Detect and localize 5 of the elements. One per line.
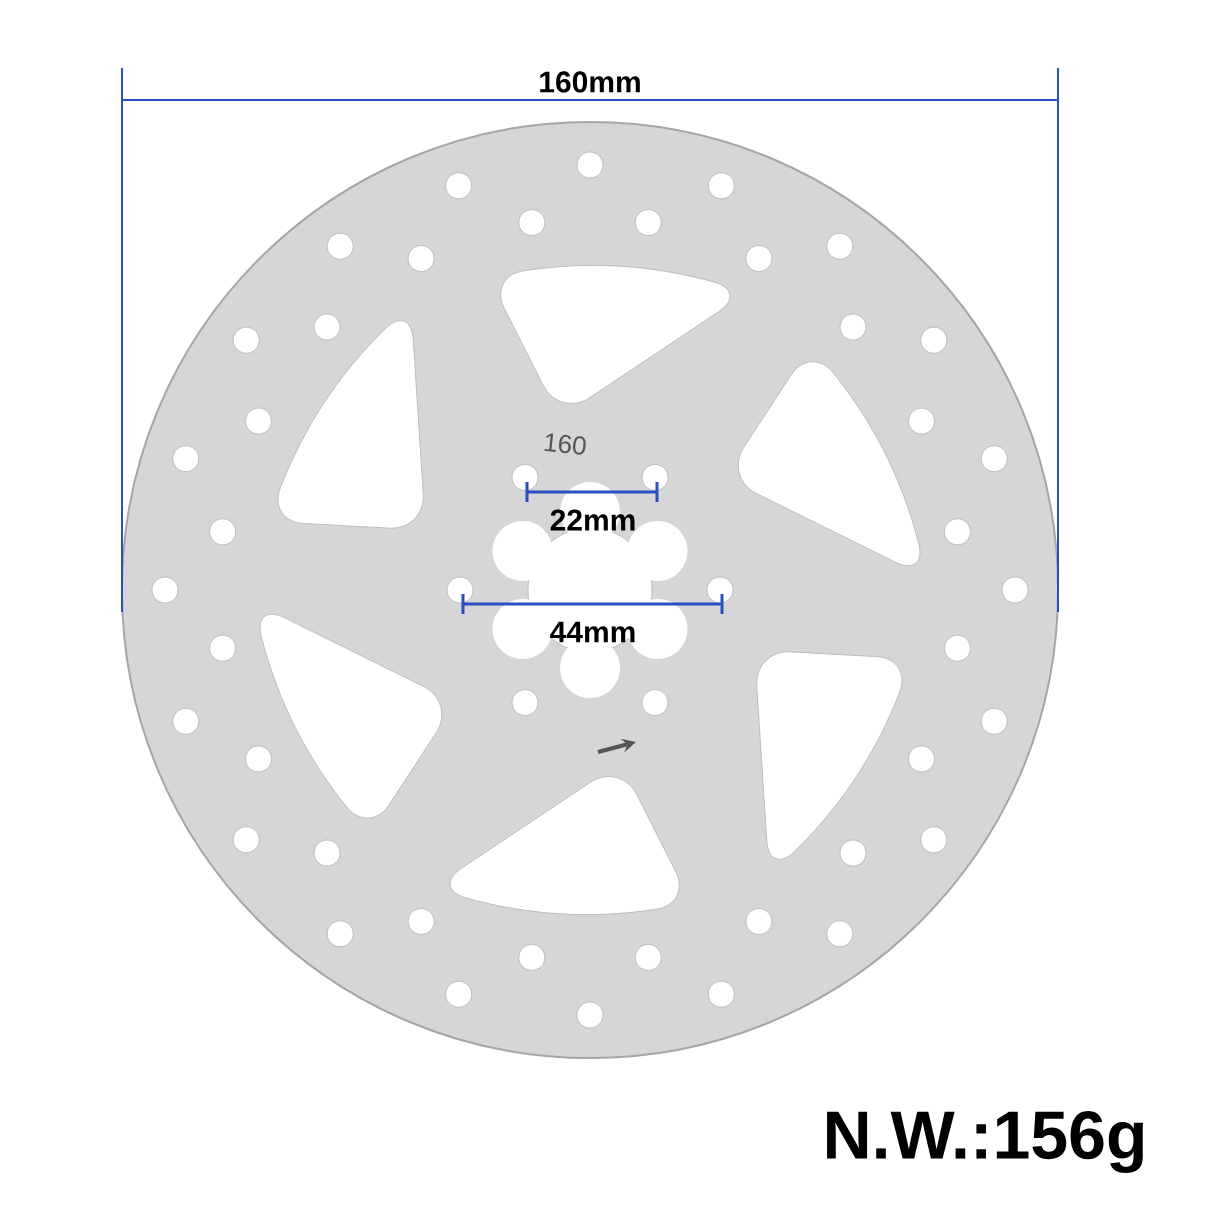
weight-label: N.W.:156g — [827, 1111, 1143, 1173]
dimension-label: 160mm — [540, 71, 640, 93]
dimension-label: 22mm — [550, 509, 635, 531]
engraved-number: 160 — [544, 433, 586, 455]
dimension-label: 44mm — [550, 621, 635, 643]
